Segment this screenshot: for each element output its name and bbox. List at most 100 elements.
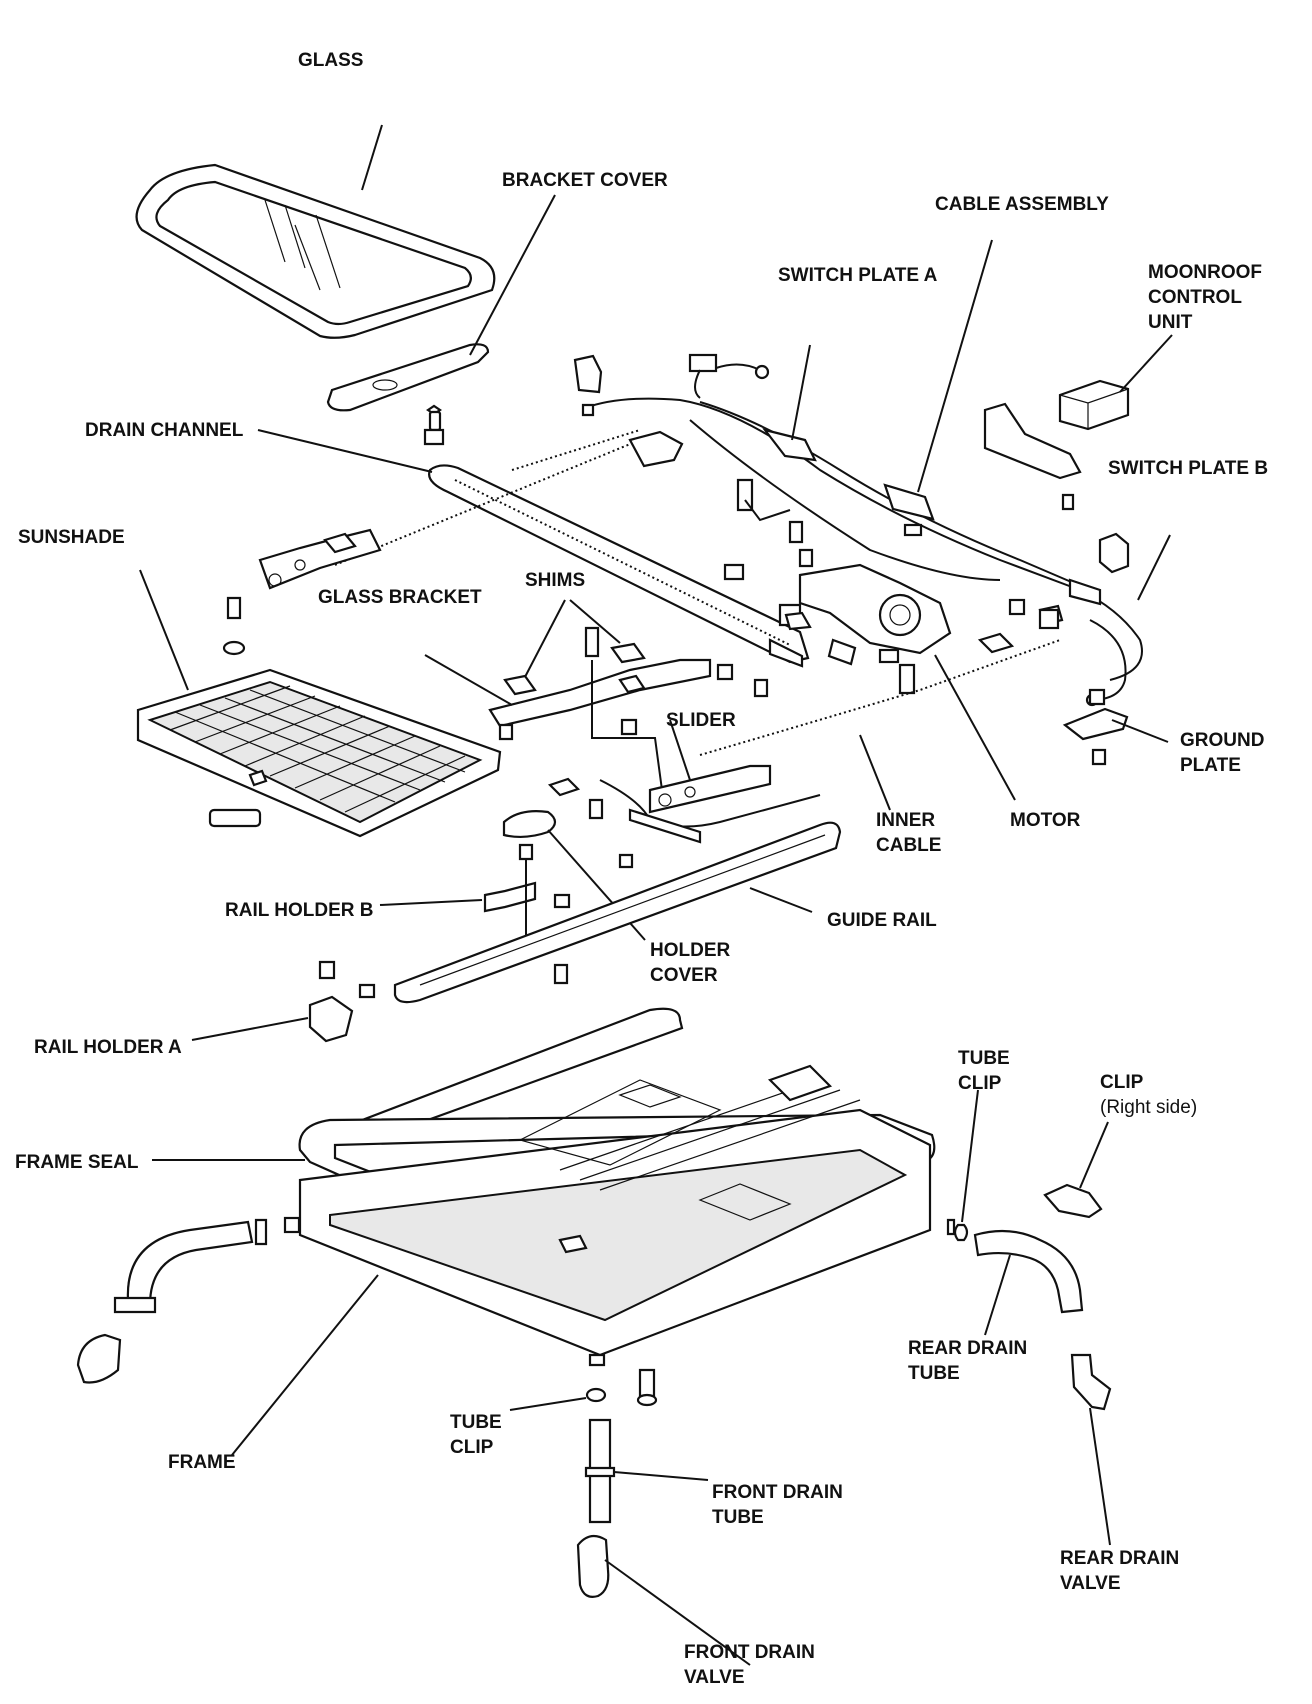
- label-tube-clip-bottom-line2: CLIP: [450, 1437, 494, 1458]
- motor-bracket-small: [784, 611, 812, 631]
- glass-bracket-part: [488, 658, 769, 741]
- label-clip-note: (Right side): [1100, 1097, 1198, 1118]
- rail-holder-b-clip: [553, 893, 571, 909]
- label-switch-plate-b: SWITCH PLATE B: [1108, 458, 1269, 479]
- bracket-cover-leader: [469, 194, 556, 356]
- label-tube-clip-bottom-line1: TUBE: [450, 1412, 502, 1433]
- frame-leader: [231, 1274, 379, 1456]
- front-drain-tube-leader: [613, 1471, 709, 1481]
- rail-holder-a-part: [308, 995, 354, 1043]
- moonroof-control-unit-part: [1058, 379, 1130, 431]
- label-rail-holder-a: RAIL HOLDER A: [34, 1037, 182, 1058]
- frame-screw-washer: [636, 1393, 658, 1407]
- rear-drain-tube-part: [973, 1229, 1084, 1314]
- ground-screw: [1088, 688, 1106, 706]
- cable-assembly-leader: [917, 239, 993, 493]
- label-front-drain-valve-line2: VALVE: [684, 1667, 745, 1688]
- ground-plate-screw: [1091, 748, 1107, 766]
- rail-holder-a-clip: [358, 983, 376, 999]
- holder-cover-nut: [618, 853, 634, 869]
- label-clip: CLIP (Right side): [1100, 1070, 1197, 1120]
- label-rear-drain-valve-line2: VALVE: [1060, 1573, 1121, 1594]
- bracket-cover-part: [326, 343, 490, 446]
- sunshade-washer: [222, 640, 246, 656]
- label-inner-cable-line1: INNER: [876, 810, 936, 831]
- label-rail-holder-b: RAIL HOLDER B: [225, 900, 374, 921]
- glass-leader: [361, 124, 383, 191]
- rear-drain-valve-leader: [1089, 1407, 1111, 1546]
- tube-clip-bottom-part: [585, 1387, 607, 1403]
- label-sunshade: SUNSHADE: [18, 527, 125, 548]
- harness-clip-part: [573, 354, 603, 394]
- rail-holder-b-leader: [379, 899, 483, 906]
- label-ground-plate-line1: GROUND: [1180, 730, 1265, 751]
- cable-mount-part: [628, 430, 684, 468]
- label-rear-drain-tube: REAR DRAIN TUBE: [908, 1336, 1027, 1386]
- label-front-drain-tube-line1: FRONT DRAIN: [712, 1482, 843, 1503]
- tube-clip-top-part: [953, 1223, 969, 1242]
- shims-leader-2: [569, 599, 621, 644]
- label-motor: MOTOR: [1010, 810, 1081, 831]
- motor-screw-1-line: [744, 499, 791, 522]
- cable-assembly-part: [334, 353, 1143, 707]
- motor-screw-4: [898, 663, 916, 695]
- drain-channel-leader: [257, 429, 433, 473]
- shim-1: [503, 674, 537, 696]
- shim-2: [610, 642, 646, 664]
- slider-part: [648, 764, 772, 814]
- guide-rail-part: [393, 821, 842, 1004]
- label-holder-cover-line1: HOLDER: [650, 940, 731, 961]
- cable-clip-screw: [588, 798, 604, 820]
- switch-plate-b-leader: [1137, 534, 1171, 601]
- inner-cable-leader: [859, 734, 891, 811]
- switch-plate-b-part: [1098, 532, 1130, 574]
- label-cable-assembly: CABLE ASSEMBLY: [935, 194, 1109, 215]
- inner-cable-spring: [628, 808, 702, 844]
- sunshade-part: [136, 668, 502, 838]
- slider-screw: [584, 626, 600, 658]
- glass-bracket-leader: [424, 654, 513, 706]
- control-unit-bracket: [983, 402, 1082, 480]
- sunshade-screw: [226, 596, 242, 620]
- label-shims: SHIMS: [525, 570, 586, 591]
- drain-channel-part: [428, 464, 810, 668]
- label-glass-bracket: GLASS BRACKET: [318, 587, 482, 608]
- frame-part: [283, 1064, 956, 1367]
- label-slider: SLIDER: [666, 710, 736, 731]
- rail-holder-b-part: [483, 881, 537, 913]
- label-tube-clip-bottom: TUBE CLIP: [450, 1410, 502, 1460]
- label-holder-cover-line2: COVER: [650, 965, 718, 986]
- clip-part: [1043, 1183, 1103, 1219]
- left-tube-clip: [254, 1218, 268, 1246]
- ground-plate-part: [1062, 707, 1129, 741]
- label-glass: GLASS: [298, 50, 364, 71]
- label-tube-clip-top-line1: TUBE: [958, 1048, 1010, 1069]
- label-inner-cable: INNER CABLE: [876, 808, 941, 858]
- rail-holder-a-nut: [318, 960, 336, 980]
- label-frame-seal: FRAME SEAL: [15, 1152, 139, 1173]
- front-drain-valve-leader: [604, 1559, 751, 1666]
- label-holder-cover: HOLDER COVER: [650, 938, 730, 988]
- ground-plate-leader: [1111, 719, 1169, 743]
- label-inner-cable-line2: CABLE: [876, 835, 942, 856]
- label-drain-channel: DRAIN CHANNEL: [85, 420, 244, 441]
- label-tube-clip-top: TUBE CLIP: [958, 1046, 1010, 1096]
- label-front-drain-tube-line2: TUBE: [712, 1507, 764, 1528]
- cable-end-clip: [977, 632, 1015, 654]
- left-slider-part: [258, 528, 382, 590]
- bracket-bolt: [1061, 493, 1075, 511]
- label-guide-rail: GUIDE RAIL: [827, 910, 937, 931]
- label-rear-drain-valve: REAR DRAIN VALVE: [1060, 1546, 1179, 1596]
- front-drain-valve-part: [576, 1534, 610, 1598]
- label-ground-plate-line2: PLATE: [1180, 755, 1241, 776]
- motor-part: [788, 520, 952, 666]
- inner-cable-part: [699, 639, 1061, 756]
- label-switch-plate-a: SWITCH PLATE A: [778, 265, 938, 286]
- label-front-drain-valve: FRONT DRAIN VALVE: [684, 1640, 815, 1690]
- rail-holder-b-nut: [518, 843, 534, 861]
- label-clip-line1: CLIP: [1100, 1072, 1144, 1093]
- left-drain-tube-band: [113, 1296, 157, 1314]
- label-rear-drain-valve-line1: REAR DRAIN: [1060, 1548, 1180, 1569]
- harness-screw: [581, 403, 595, 417]
